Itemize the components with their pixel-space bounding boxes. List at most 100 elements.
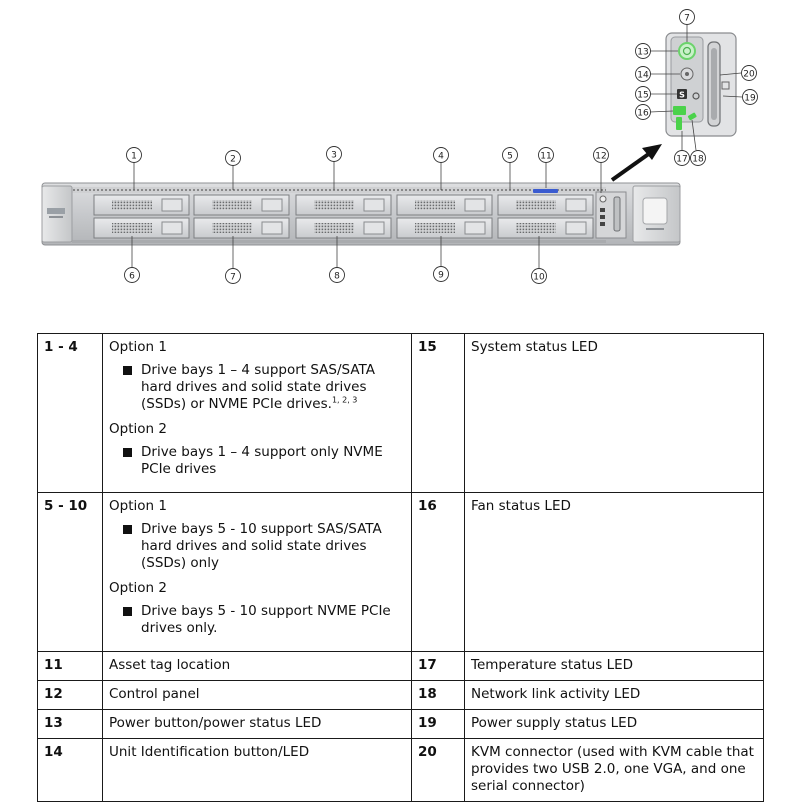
- list-item: Drive bays 1 – 4 support SAS/SATA hard d…: [123, 362, 405, 413]
- svg-text:14: 14: [637, 70, 649, 80]
- row-number: 1 - 4: [37, 333, 103, 493]
- row-description: Power supply status LED: [464, 709, 764, 739]
- callout-11: 11: [538, 147, 554, 163]
- list-item: Drive bays 5 - 10 support NVME PCIe driv…: [123, 603, 405, 637]
- drive-bay-1: [93, 194, 190, 216]
- drive-bay-6: [93, 217, 190, 239]
- table-row: 1 - 4 Option 1 Drive bays 1 – 4 support …: [37, 333, 764, 493]
- bullet-text: Drive bays 1 – 4 support only NVME PCIe …: [141, 444, 383, 477]
- callout-9: 9: [433, 266, 449, 282]
- asset-tag: [533, 189, 558, 193]
- right-rack-ear: [632, 185, 681, 243]
- option-title: Option 1: [109, 339, 167, 355]
- drive-bay-5: [497, 194, 594, 216]
- callout-8: 8: [329, 267, 345, 283]
- row-number: 5 - 10: [37, 492, 103, 652]
- drive-bay-4: [396, 194, 493, 216]
- callout-6: 6: [124, 267, 140, 283]
- svg-text:19: 19: [744, 93, 756, 103]
- chassis-control-panel: [595, 191, 627, 239]
- drive-bay-8: [295, 217, 392, 239]
- table-row: 12 Control panel 18 Network link activit…: [37, 680, 764, 710]
- row-number: 17: [411, 651, 465, 681]
- callout-13: 13: [635, 43, 651, 59]
- option-title: Option 2: [109, 421, 167, 437]
- row-description: Temperature status LED: [464, 651, 764, 681]
- bullet-square-icon: [123, 448, 132, 457]
- server-front-diagram: S: [0, 0, 800, 300]
- row-description: Power button/power status LED: [102, 709, 412, 739]
- row-number: 19: [411, 709, 465, 739]
- power-button-icon: [678, 42, 696, 60]
- drive-bay-9: [396, 217, 493, 239]
- svg-text:18: 18: [692, 154, 704, 164]
- callout-12: 12: [593, 147, 609, 163]
- row-description: Control panel: [102, 680, 412, 710]
- callout-4: 4: [433, 147, 449, 163]
- drive-bay-2: [193, 194, 290, 216]
- component-table: 1 - 4 Option 1 Drive bays 1 – 4 support …: [37, 333, 764, 802]
- drive-bays: [93, 194, 594, 239]
- row-description: Fan status LED: [464, 492, 764, 652]
- callout-7-bottom: 7: [225, 268, 241, 284]
- svg-text:20: 20: [743, 69, 755, 79]
- bullet-square-icon: [123, 607, 132, 616]
- svg-text:9: 9: [438, 270, 444, 280]
- row-number: 12: [37, 680, 103, 710]
- network-link-led: [687, 112, 697, 121]
- system-status-led: [677, 89, 687, 99]
- callouts-top: 1 2 3 4 5 11 12: [126, 146, 609, 166]
- row-description: Option 1 Drive bays 1 – 4 support SAS/SA…: [102, 333, 412, 493]
- callout-1: 1: [126, 147, 142, 163]
- svg-text:8: 8: [334, 271, 340, 281]
- control-panel-zoom: S: [665, 32, 737, 137]
- svg-text:6: 6: [129, 271, 135, 281]
- row-description: Network link activity LED: [464, 680, 764, 710]
- callout-19: 19: [742, 89, 758, 105]
- callout-5: 5: [502, 147, 518, 163]
- left-rack-ear: [41, 185, 73, 243]
- option-title: Option 2: [109, 580, 167, 596]
- table-row: 5 - 10 Option 1 Drive bays 5 - 10 suppor…: [37, 492, 764, 652]
- svg-text:1: 1: [131, 151, 137, 161]
- callout-2: 2: [225, 150, 241, 166]
- row-description: Asset tag location: [102, 651, 412, 681]
- callout-18: 18: [690, 150, 706, 166]
- server-front-svg: S: [41, 9, 758, 284]
- footnote-refs: 1, 2, 3: [331, 395, 358, 405]
- drive-bay-3: [295, 194, 392, 216]
- row-description: System status LED: [464, 333, 764, 493]
- callout-15: 15: [635, 86, 651, 102]
- svg-text:2: 2: [230, 154, 236, 164]
- row-number: 18: [411, 680, 465, 710]
- callout-3: 3: [326, 146, 342, 162]
- power-supply-led: [692, 92, 700, 100]
- row-number: 20: [411, 738, 465, 802]
- callout-20: 20: [741, 65, 757, 81]
- bullet-square-icon: [123, 366, 132, 375]
- row-number: 15: [411, 333, 465, 493]
- svg-text:5: 5: [507, 151, 513, 161]
- svg-text:16: 16: [637, 108, 649, 118]
- zoom-arrow-icon: [610, 144, 662, 182]
- callout-14: 14: [635, 66, 651, 82]
- callout-7-panel: 7: [679, 9, 695, 25]
- svg-text:7: 7: [684, 13, 690, 23]
- svg-text:17: 17: [676, 154, 687, 164]
- row-number: 13: [37, 709, 103, 739]
- svg-text:4: 4: [438, 151, 444, 161]
- panel-s-label: S: [679, 91, 685, 100]
- svg-text:3: 3: [331, 150, 337, 160]
- list-item: Drive bays 1 – 4 support only NVME PCIe …: [123, 444, 405, 478]
- callout-16: 16: [635, 104, 651, 120]
- drive-bay-10: [497, 217, 594, 239]
- svg-text:13: 13: [637, 47, 648, 57]
- bullet-square-icon: [123, 525, 132, 534]
- callouts-bottom: 6 7 8 9 10: [124, 266, 547, 284]
- fan-status-led: [673, 106, 686, 115]
- callout-lines: [131, 25, 743, 268]
- svg-text:7: 7: [230, 272, 236, 282]
- table-row: 14 Unit Identification button/LED 20 KVM…: [37, 738, 764, 802]
- callout-10: 10: [531, 268, 547, 284]
- row-number: 11: [37, 651, 103, 681]
